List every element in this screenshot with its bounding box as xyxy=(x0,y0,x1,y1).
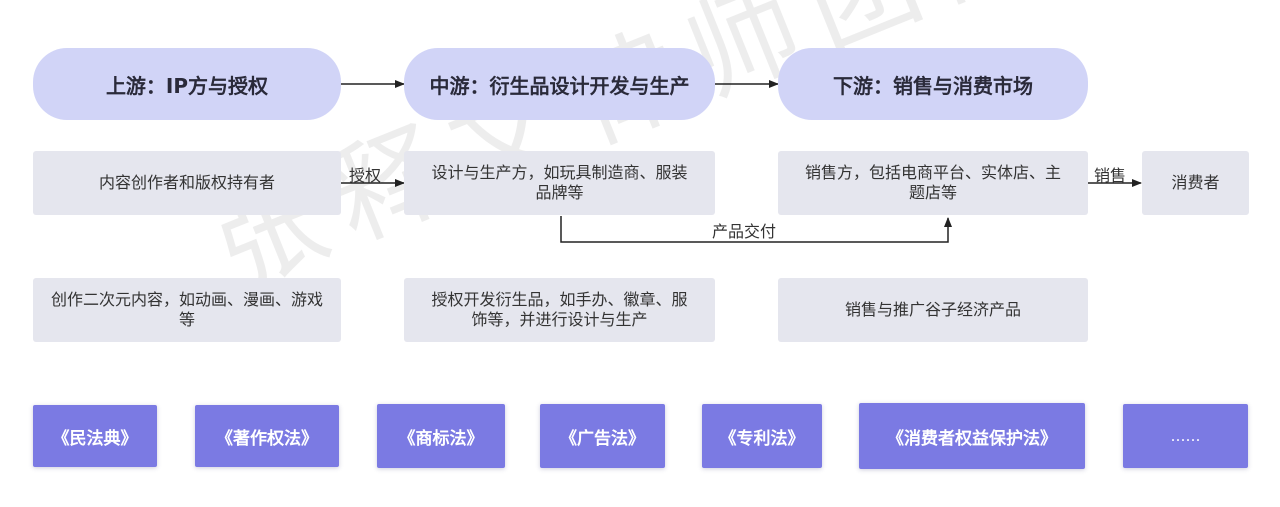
law-trademark: 《商标法》 xyxy=(377,404,505,468)
box-develop: 授权开发衍生品，如手办、徽章、服饰等，并进行设计与生产 xyxy=(404,278,715,342)
law-patent: 《专利法》 xyxy=(702,404,822,468)
box-consumers: 消费者 xyxy=(1142,151,1249,215)
label-sales: 销售 xyxy=(1094,166,1127,185)
box-create: 创作二次元内容，如动画、漫画、游戏等 xyxy=(33,278,341,342)
law-more: …… xyxy=(1123,404,1248,468)
arrow-delivery xyxy=(560,216,952,243)
box-makers: 设计与生产方，如玩具制造商、服装品牌等 xyxy=(404,151,715,215)
law-consumer-protection: 《消费者权益保护法》 xyxy=(859,403,1085,469)
label-license: 授权 xyxy=(349,166,382,185)
law-copyright: 《著作权法》 xyxy=(195,405,339,467)
stage-upstream: 上游：IP方与授权 xyxy=(33,48,341,120)
label-delivery: 产品交付 xyxy=(712,222,777,241)
box-sellers: 销售方，包括电商平台、实体店、主题店等 xyxy=(778,151,1088,215)
box-creators: 内容创作者和版权持有者 xyxy=(33,151,341,215)
stage-midstream: 中游：衍生品设计开发与生产 xyxy=(404,48,715,120)
box-promote: 销售与推广谷子经济产品 xyxy=(778,278,1088,342)
stage-downstream: 下游：销售与消费市场 xyxy=(778,48,1088,120)
law-advertising: 《广告法》 xyxy=(540,404,665,468)
law-civil-code: 《民法典》 xyxy=(33,405,157,467)
